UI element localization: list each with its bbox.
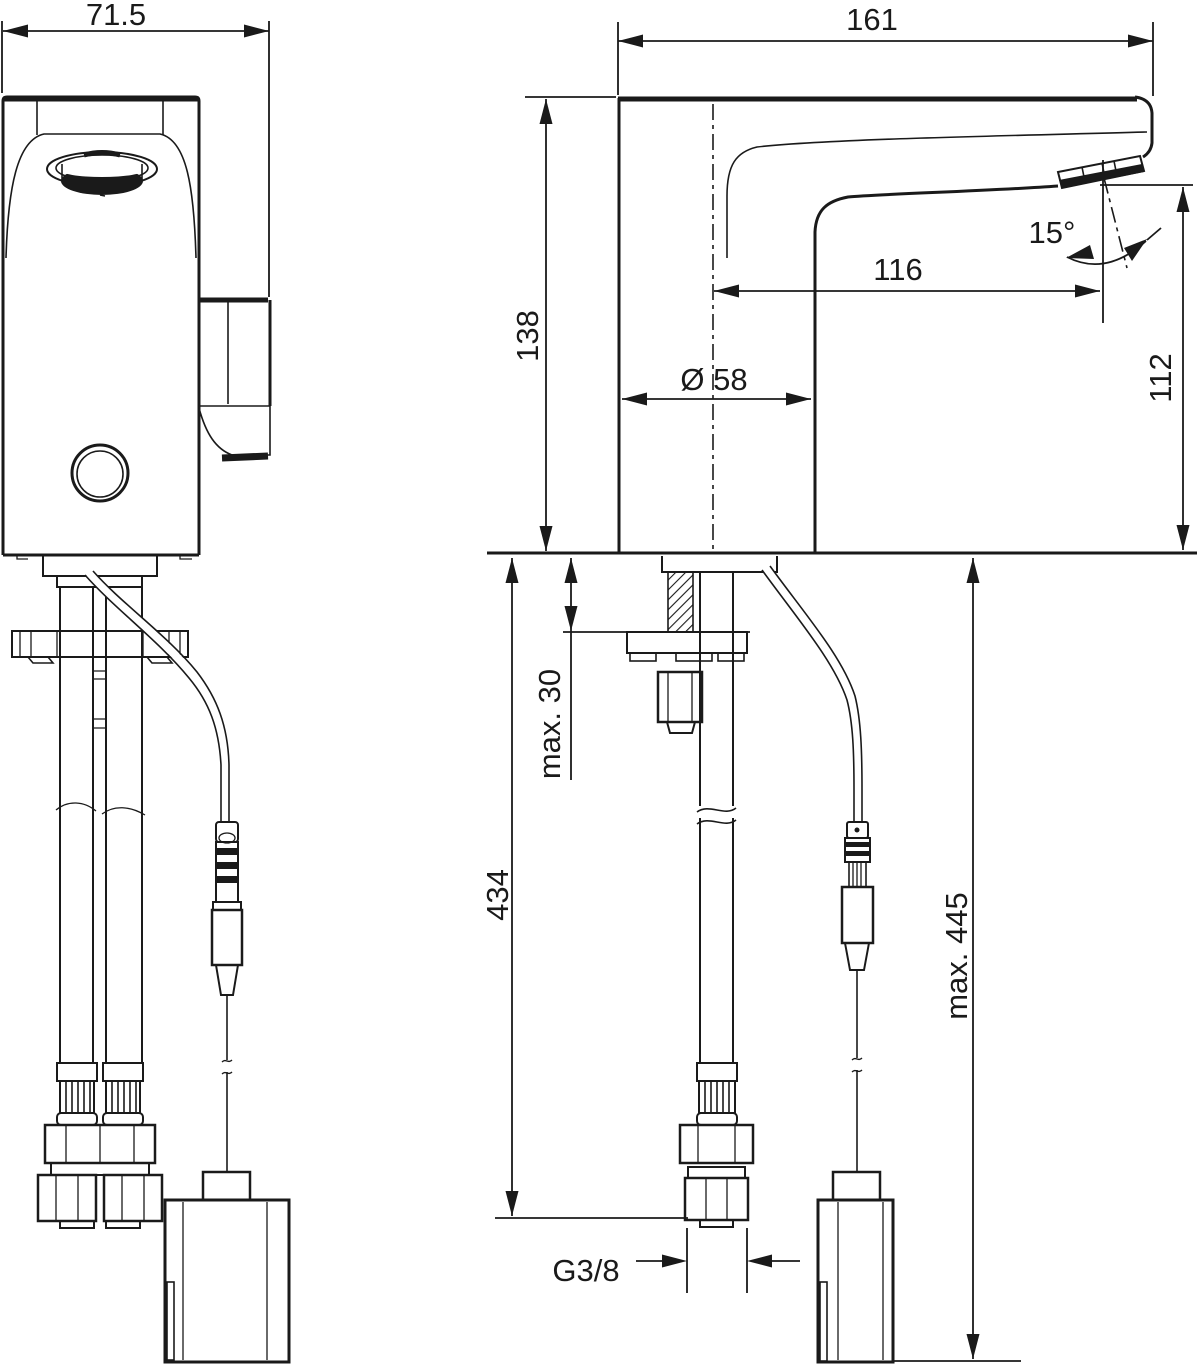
cable-connector-front (210, 821, 244, 1172)
dim-label-front-width: 71.5 (86, 0, 146, 32)
dim-front-width: 71.5 (1, 0, 270, 297)
dim-label-spout-overall: 161 (846, 2, 898, 37)
dim-label-outlet-height: 112 (1143, 353, 1178, 402)
dim-label-cable-max: max. 445 (939, 892, 974, 1020)
dim-base-diameter: Ø 58 (622, 362, 811, 406)
spout-front (198, 297, 272, 462)
mounting-bracket (11, 630, 189, 664)
control-box-front (163, 1170, 291, 1364)
dim-outlet-height: 112 (1100, 184, 1193, 550)
faucet-outline-side (617, 95, 1154, 553)
dim-label-hose-length: 434 (480, 869, 515, 921)
dim-body-height: 138 (510, 96, 616, 551)
shank-side (626, 556, 778, 734)
dim-label-thread: G3/8 (552, 1253, 619, 1288)
control-box-side (816, 1170, 895, 1364)
dim-label-spout-angle: 15° (1029, 215, 1076, 250)
dim-deck-max: max. 30 (532, 558, 750, 780)
dim-label-base-diameter: Ø 58 (680, 362, 747, 397)
threaded-rod (667, 571, 694, 633)
dim-spout-overall: 161 (617, 2, 1154, 96)
sensor-cable-front (84, 570, 230, 822)
dim-cable-max: max. 445 (893, 558, 1021, 1362)
cable-connector-side (840, 821, 875, 1172)
sensor-window (70, 443, 130, 503)
dim-spout-angle: 15° (1029, 160, 1162, 323)
hose-fittings-front (36, 1062, 164, 1229)
outlet-aerator-side (1056, 154, 1146, 190)
supply-pipe-side (696, 572, 737, 1063)
pipe-fitting-side (678, 1062, 755, 1228)
supply-hoses-front (55, 587, 146, 1063)
side-view (487, 95, 1197, 1364)
dim-hose-length: 434 (480, 558, 688, 1219)
faucet-body-front (1, 95, 201, 557)
sensor-cable-side (761, 565, 863, 822)
dim-thread: G3/8 (552, 1228, 800, 1293)
front-view (1, 95, 291, 1364)
dim-label-spout-reach: 116 (873, 252, 922, 287)
aerator-dome (46, 150, 158, 197)
dim-label-body-height: 138 (510, 310, 545, 362)
dim-spout-reach: 116 (714, 252, 1100, 298)
dim-label-deck-max: max. 30 (532, 669, 567, 779)
